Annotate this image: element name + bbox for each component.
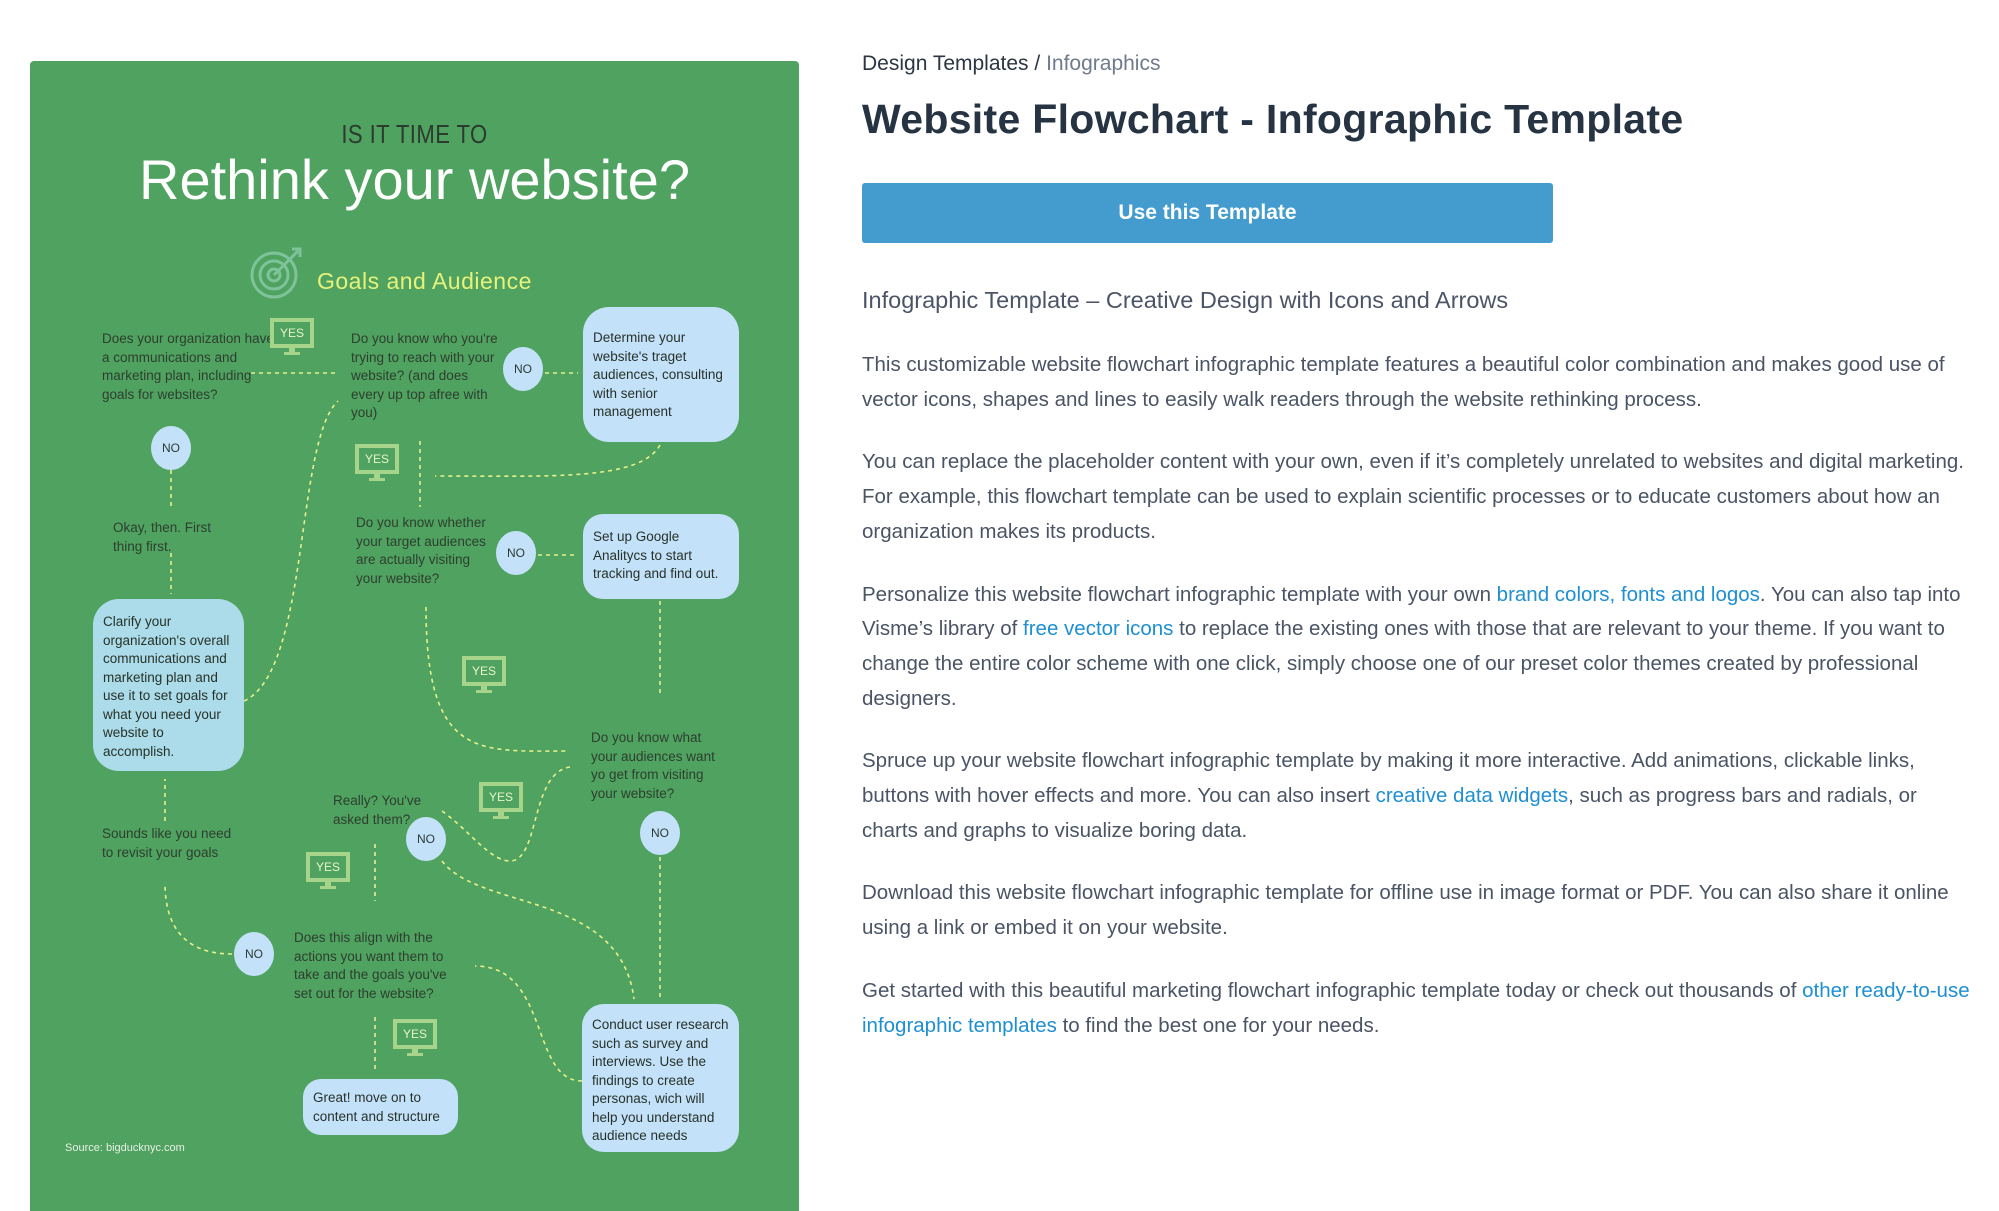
- question-4: Do you know whether your target audience…: [356, 515, 486, 586]
- question-8: Does this align with the actions you wan…: [294, 930, 447, 1001]
- question-7: Sounds like you need to revisit your goa…: [102, 826, 232, 860]
- question-3: Okay, then. First thing first.: [113, 520, 212, 554]
- description-paragraph: Personalize this website flowchart infog…: [862, 578, 1972, 717]
- section-heading: Goals and Audience: [317, 268, 532, 294]
- no-badge: NO: [503, 347, 543, 391]
- paragraph-text: Personalize this website flowchart infog…: [862, 582, 1497, 606]
- breadcrumb-design-templates[interactable]: Design Templates: [862, 52, 1029, 75]
- page-subtitle: Infographic Template – Creative Design w…: [862, 287, 1509, 313]
- no-badge: NO: [151, 426, 191, 470]
- description: This customizable website flowchart info…: [862, 348, 1972, 1071]
- breadcrumb-infographics[interactable]: Infographics: [1046, 52, 1161, 75]
- box-google-analytics: Set up Google Analitycs to start trackin…: [583, 514, 739, 599]
- breadcrumb-separator: /: [1028, 52, 1047, 75]
- free-vector-icons-link[interactable]: free vector icons: [1023, 617, 1174, 641]
- yes-monitor-icon: YES: [270, 318, 314, 356]
- yes-label: YES: [355, 444, 399, 474]
- description-paragraph: Spruce up your website flowchart infogra…: [862, 744, 1972, 848]
- paragraph-text: You can replace the placeholder content …: [862, 450, 1964, 543]
- yes-label: YES: [462, 656, 506, 686]
- other-templates-link[interactable]: other ready-to-use infographic templates: [862, 978, 1970, 1037]
- box-great: Great! move on to content and structure: [303, 1079, 458, 1135]
- box-user-research: Conduct user research such as survey and…: [582, 1004, 739, 1152]
- question-6: Really? You've asked them?: [333, 793, 422, 827]
- description-paragraph: This customizable website flowchart info…: [862, 348, 1972, 417]
- question-1: Does your organization have a communicat…: [102, 331, 274, 402]
- paragraph-text: . You can also tap into Visme’s library …: [862, 582, 1961, 641]
- no-badge: NO: [234, 932, 274, 976]
- breadcrumb: Design Templates / Infographics: [862, 52, 1160, 76]
- use-template-button[interactable]: Use this Template: [862, 183, 1553, 243]
- paragraph-text: to find the best one for your needs.: [1056, 1013, 1380, 1037]
- infographic-pretitle: IS IT TIME TO: [341, 119, 488, 149]
- creative-data-widgets-link[interactable]: creative data widgets: [1375, 784, 1569, 808]
- description-paragraph: Download this website flowchart infograp…: [862, 876, 1972, 945]
- paragraph-text: This customizable website flowchart info…: [862, 353, 1945, 411]
- no-badge: NO: [406, 817, 446, 861]
- infographic-preview[interactable]: IS IT TIME TO Rethink your website? Goal…: [30, 61, 799, 1211]
- infographic-title: Rethink your website?: [139, 148, 690, 211]
- yes-monitor-icon: YES: [479, 782, 523, 820]
- paragraph-text: to replace the existing ones with those …: [862, 617, 1945, 710]
- no-badge: NO: [496, 531, 536, 575]
- paragraph-text: Spruce up your website flowchart infogra…: [862, 749, 1915, 808]
- question-5: Do you know what your audiences want yo …: [591, 730, 715, 801]
- yes-monitor-icon: YES: [355, 444, 399, 482]
- page-title: Website Flowchart - Infographic Template: [862, 96, 1684, 142]
- description-paragraph: You can replace the placeholder content …: [862, 445, 1972, 549]
- description-paragraph: Get started with this beautiful marketin…: [862, 974, 1972, 1043]
- yes-monitor-icon: YES: [306, 852, 350, 890]
- box-clarify-plan: Clarify your organization's overall comm…: [93, 599, 244, 771]
- yes-label: YES: [393, 1019, 437, 1049]
- paragraph-text: Download this website flowchart infograp…: [862, 881, 1949, 940]
- yes-label: YES: [479, 782, 523, 812]
- paragraph-text: , such as progress bars and radials, or …: [862, 784, 1917, 842]
- brand-colors-link[interactable]: brand colors, fonts and logos: [1496, 582, 1760, 606]
- yes-monitor-icon: YES: [462, 656, 506, 694]
- yes-label: YES: [270, 318, 314, 348]
- flow-arrows: [164, 372, 661, 1082]
- question-2: Do you know who you're trying to reach w…: [351, 331, 498, 420]
- yes-monitor-icon: YES: [393, 1019, 437, 1057]
- no-badge: NO: [640, 811, 680, 855]
- source-credit: Source: bigducknyc.com: [65, 1142, 185, 1154]
- target-icon: [250, 247, 302, 299]
- paragraph-text: Get started with this beautiful marketin…: [862, 978, 1803, 1002]
- box-determine-audiences: Determine your website's traget audience…: [583, 307, 739, 442]
- yes-label: YES: [306, 852, 350, 882]
